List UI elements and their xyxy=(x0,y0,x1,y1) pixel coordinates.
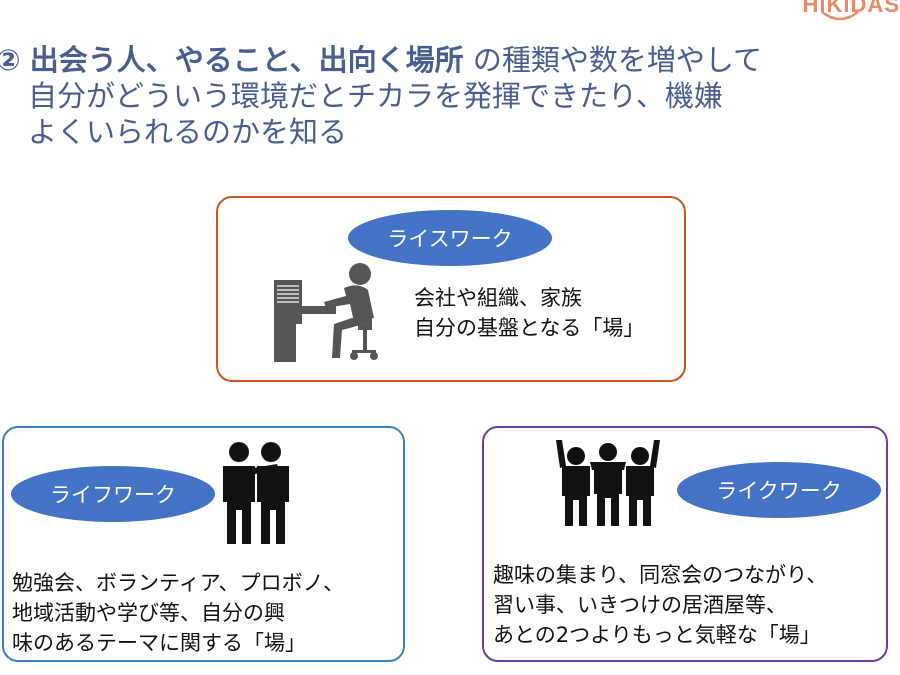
like-work-line-3: あとの2つよりもっと気軽な「場」 xyxy=(493,623,821,647)
slide-heading: ② 出会う人、やること、出向く場所 の種類や数を増やして 自分がどういう環境だと… xyxy=(0,42,900,150)
life-work-label: ライフワーク xyxy=(11,466,215,522)
rice-work-line-1: 会社や組織、家族 xyxy=(414,286,582,310)
life-work-line-2: 地域活動や学び等、自分の興 xyxy=(12,601,285,625)
like-work-line-2: 習い事、いきつけの居酒屋等、 xyxy=(493,593,787,617)
life-work-box xyxy=(2,426,405,662)
rice-work-label: ライスワーク xyxy=(348,210,552,266)
rice-work-line-2: 自分の基盤となる「場」 xyxy=(414,316,645,340)
hikidas-logo: HIKIDAS xyxy=(790,0,900,32)
heading-number: ② xyxy=(0,43,21,77)
heading-line-3: よくいられるのかを知る xyxy=(28,115,348,149)
office-worker-icon xyxy=(274,263,378,362)
like-work-description: 趣味の集まり、同窓会のつながり、 習い事、いきつけの居酒屋等、 あとの2つよりも… xyxy=(493,560,827,650)
heading-line-2: 自分がどういう環境だとチカラを発揮できたり、機嫌 xyxy=(28,79,723,113)
two-people-icon xyxy=(223,442,289,544)
life-work-line-3: 味のあるテーマに関する「場」 xyxy=(12,631,306,655)
life-work-line-1: 勉強会、ボランティア、プロボノ、 xyxy=(12,571,345,595)
rice-work-description: 会社や組織、家族 自分の基盤となる「場」 xyxy=(414,283,644,343)
logo-text: HIKIDAS xyxy=(802,0,900,17)
heading-bold-part: 出会う人、やること、出向く場所 xyxy=(29,43,464,77)
logo-smile-icon xyxy=(821,10,859,21)
life-work-description: 勉強会、ボランティア、プロボノ、 地域活動や学び等、自分の興 味のあるテーマに関… xyxy=(12,568,344,658)
group-cheering-icon xyxy=(556,440,660,526)
like-work-label: ライクワーク xyxy=(677,462,881,518)
like-work-line-1: 趣味の集まり、同窓会のつながり、 xyxy=(493,563,828,587)
heading-line1-rest: の種類や数を増やして xyxy=(472,43,762,77)
heading-line-1: ② 出会う人、やること、出向く場所 の種類や数を増やして xyxy=(0,42,900,78)
